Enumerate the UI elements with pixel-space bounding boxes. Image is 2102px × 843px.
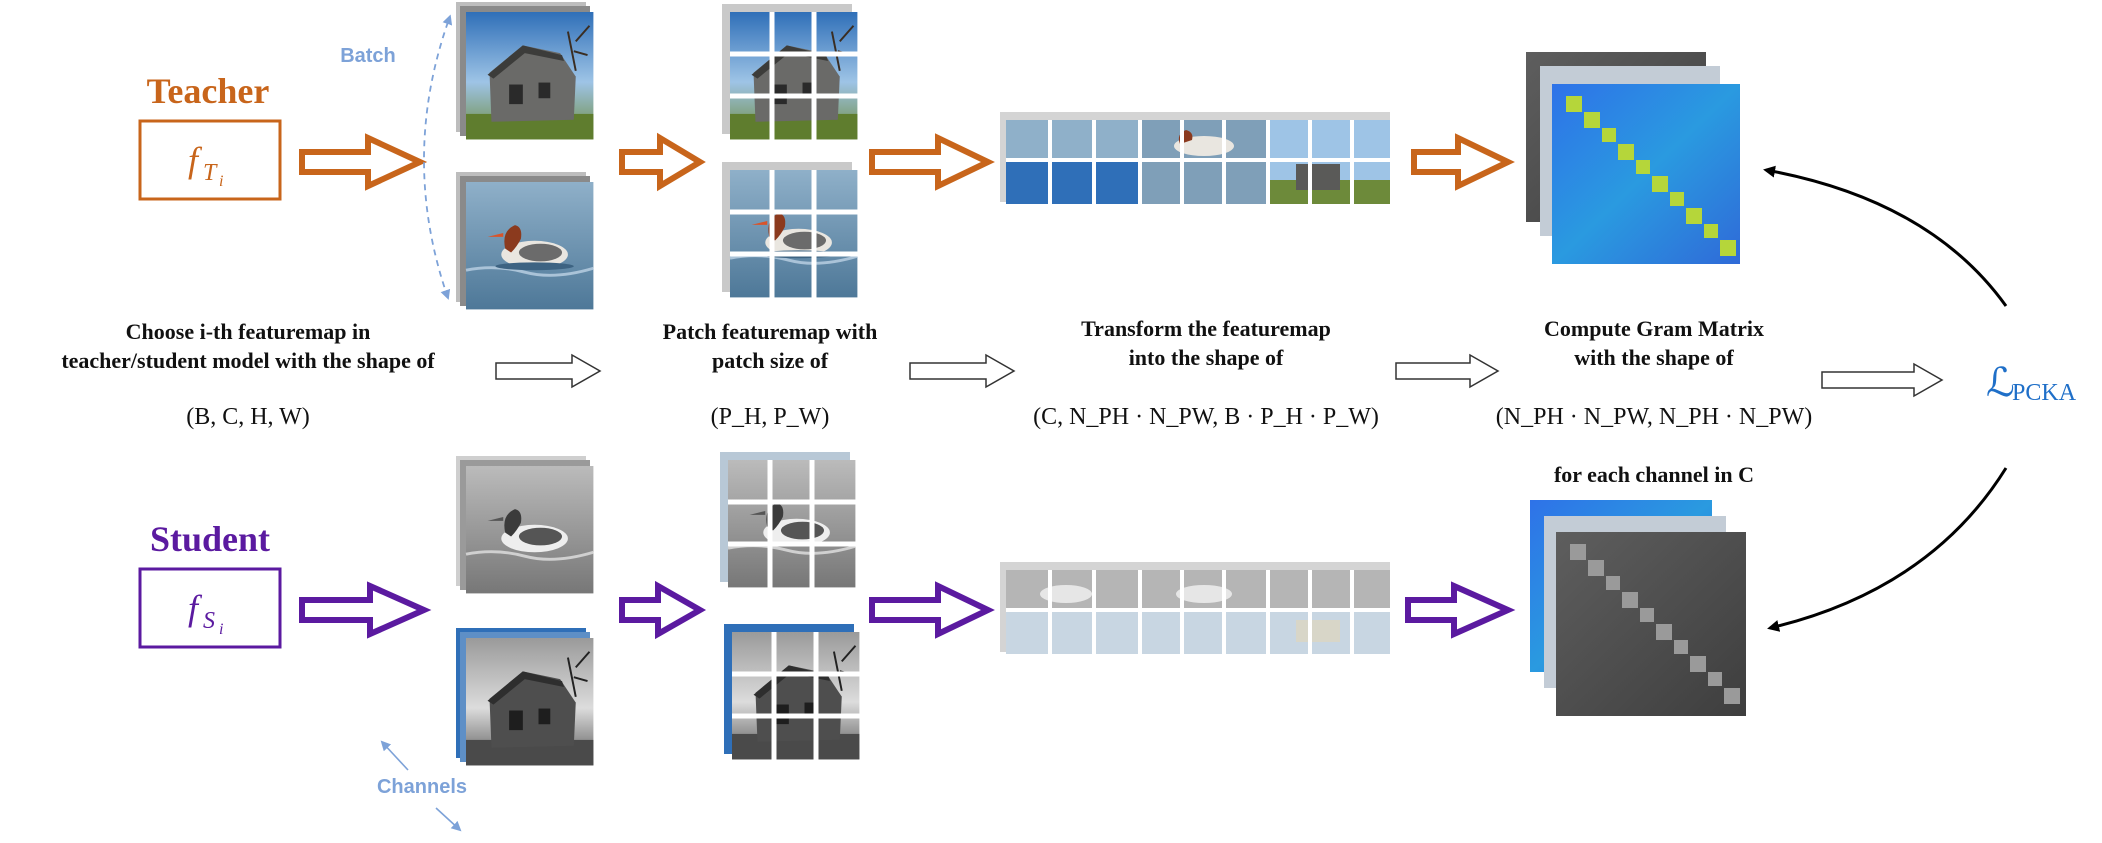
student-title: Student: [150, 519, 270, 559]
bird-image-gray: [464, 464, 595, 595]
teacher-func-subscript: T: [203, 160, 218, 186]
curved-arrow-icon: [1763, 165, 2008, 307]
step-1-caption-line1: Choose i-th featuremap in: [126, 319, 371, 344]
bird-image: [464, 180, 595, 311]
hollow-right-arrow-icon: [909, 353, 1016, 389]
step-2-caption-line2: patch size of: [712, 348, 829, 373]
middle-flow-arrows: [495, 353, 1944, 398]
hollow-right-arrow-icon: [299, 133, 428, 191]
step-3-caption-line2: into the shape of: [1129, 345, 1284, 370]
channels-annotation: Channels: [377, 740, 467, 832]
step-3-caption-line1: Transform the featuremap: [1081, 316, 1331, 341]
hollow-right-arrow-icon: [869, 133, 995, 191]
double-headed-arrow-icon: [423, 14, 453, 300]
step-2-caption-line1: Patch featuremap with: [663, 319, 878, 344]
house-image-gray: [465, 637, 595, 767]
teacher-flattened-strip: [1000, 112, 1390, 204]
step-4-caption-line1: Compute Gram Matrix: [1544, 316, 1764, 341]
loss-subscript: PCKA: [2012, 380, 2077, 406]
loss-symbol: ℒ: [1986, 360, 2015, 405]
hollow-right-arrow-icon: [1821, 362, 1944, 398]
hollow-right-arrow-icon: [1405, 581, 1516, 639]
channels-label: Channels: [377, 776, 467, 798]
step-4-caption-line2: with the shape of: [1574, 345, 1734, 370]
bird-image-patched: [728, 168, 859, 299]
house-image-gray-patched: [731, 631, 861, 761]
batch-annotation: Batch: [340, 14, 453, 300]
hollow-right-arrow-icon: [619, 132, 706, 192]
student-patched-images: [720, 452, 861, 761]
student-func-subsubscript: i: [219, 621, 223, 638]
hollow-right-arrow-icon: [619, 580, 707, 640]
student-model-box: [138, 567, 282, 649]
teacher-model-box: [138, 119, 282, 201]
teacher-patched-images: [722, 4, 859, 299]
loss-block: ℒ PCKA: [1986, 360, 2077, 406]
step-captions: Choose i-th featuremap in teacher/studen…: [61, 316, 1764, 487]
hollow-right-arrow-icon: [869, 581, 995, 639]
step-1-shape: (B, C, H, W): [186, 404, 310, 430]
house-image-patched: [729, 11, 859, 141]
teacher-gram-matrices: [1526, 52, 1740, 264]
hollow-right-arrow-icon: [1411, 133, 1515, 191]
bird-image-gray-patched: [726, 458, 857, 589]
house-image: [465, 11, 595, 141]
curved-arrow-icon: [1767, 467, 2008, 632]
batch-label: Batch: [340, 45, 396, 67]
step-2-shape: (P_H, P_W): [711, 404, 830, 430]
step-4-shape: (N_PH · N_PW, N_PH · N_PW): [1496, 404, 1812, 430]
hollow-right-arrow-icon: [495, 353, 602, 389]
double-headed-arrow-icon: [380, 740, 409, 771]
teacher-title: Teacher: [147, 71, 270, 111]
student-func-symbol: f: [188, 588, 203, 628]
student-flattened-strip: [1000, 562, 1390, 654]
teacher-flow-arrows: [299, 132, 1515, 192]
hollow-right-arrow-icon: [1395, 353, 1500, 389]
shape-formulas: (B, C, H, W) (P_H, P_W) (C, N_PH · N_PW,…: [186, 404, 1812, 430]
student-flow-arrows: [299, 580, 1516, 640]
student-func-subscript: S: [203, 608, 215, 634]
teacher-func-symbol: f: [188, 140, 203, 180]
teacher-func-subsubscript: i: [219, 173, 223, 190]
step-1-caption-line2: teacher/student model with the shape of: [61, 348, 435, 373]
teacher-batch-images: [456, 2, 595, 311]
step-4-caption-line3: for each channel in C: [1554, 462, 1754, 487]
step-3-shape: (C, N_PH · N_PW, B · P_H · P_W): [1033, 404, 1379, 430]
student-block: Student f S i: [138, 519, 282, 649]
student-gram-matrices: [1530, 500, 1746, 716]
teacher-block: Teacher f T i: [138, 71, 282, 201]
student-channel-images: [456, 456, 595, 767]
hollow-right-arrow-icon: [299, 581, 432, 639]
